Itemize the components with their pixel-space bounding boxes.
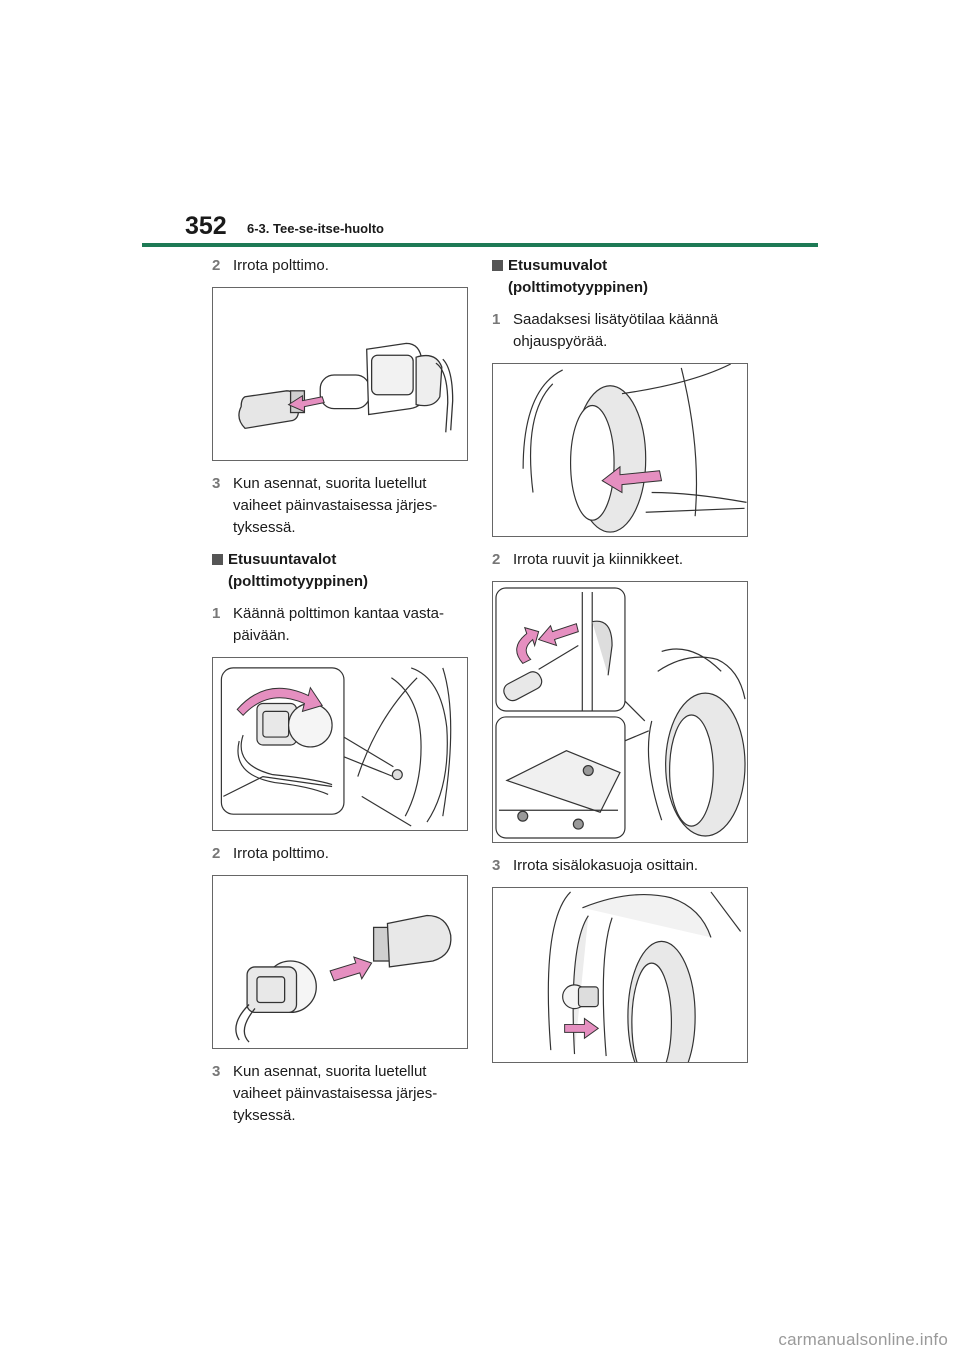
step-install-2: 3 Kun asennat, suorita luetellut vaiheet… — [212, 1061, 468, 1127]
step-text: Käännä polttimon kantaa vasta-päivään. — [233, 605, 444, 644]
header-rule — [142, 243, 818, 247]
arrow-icon — [564, 1017, 600, 1040]
figure-turn-socket — [212, 657, 468, 831]
rotate-arrow-icon — [236, 686, 323, 717]
right-column: Etusumuvalot (polttimotyyppinen) 1 Saada… — [492, 255, 748, 1075]
heading-bullet-icon — [212, 554, 223, 565]
figure-screws — [492, 581, 748, 843]
step-text: Irrota polttimo. — [233, 257, 329, 274]
step-number: 3 — [212, 1063, 221, 1080]
step-text: Saadaksesi lisätyötilaa käännä ohjauspyö… — [513, 311, 719, 350]
wheel-turn-illustration — [522, 364, 747, 533]
step-number: 2 — [492, 551, 501, 568]
turn-signal-socket-illustration — [220, 667, 452, 827]
step-text: Irrota polttimo. — [233, 845, 329, 862]
arrow-icon — [537, 623, 579, 647]
arrow-icon — [329, 956, 373, 982]
fender-screws-illustration — [495, 587, 746, 839]
step-number: 3 — [492, 857, 501, 874]
step-number: 1 — [492, 311, 501, 328]
figure-remove-bulb-tail — [212, 287, 468, 461]
step-turn-socket: 1 Käännä polttimon kantaa vasta-päivään. — [212, 603, 468, 647]
bulb-removal-illustration — [238, 342, 454, 433]
section-title: 6-3. Tee-se-itse-huolto — [247, 221, 385, 236]
step-number: 1 — [212, 605, 221, 622]
heading-text: Etusuuntavalot (polttimotyyppinen) — [228, 551, 368, 590]
step-number: 2 — [212, 845, 221, 862]
arrow-icon — [287, 394, 325, 413]
step-number: 3 — [212, 475, 221, 492]
arrow-icon — [601, 465, 663, 494]
signal-bulb-removal-illustration — [235, 914, 452, 1043]
step-text: Kun asennat, suorita luetellut vaiheet p… — [233, 1063, 438, 1124]
step-text: Irrota sisälokasuoja osittain. — [513, 857, 699, 874]
footer-watermark: carmanualsonline.info — [778, 1330, 948, 1349]
heading-turn-signal: Etusuuntavalot (polttimotyyppinen) — [212, 549, 468, 593]
step-screws: 2 Irrota ruuvit ja kiinnikkeet. — [492, 549, 748, 571]
step-liner: 3 Irrota sisälokasuoja osittain. — [492, 855, 748, 877]
step-steer: 1 Saadaksesi lisätyötilaa käännä ohjausp… — [492, 309, 748, 353]
step-text: Irrota ruuvit ja kiinnikkeet. — [513, 551, 684, 568]
rotate-arrow-icon — [516, 626, 540, 664]
fender-liner-illustration — [547, 891, 742, 1062]
page-number: 352 — [185, 212, 227, 240]
heading-fog-light: Etusumuvalot (polttimotyyppinen) — [492, 255, 748, 299]
step-text: Kun asennat, suorita luetellut vaiheet p… — [233, 475, 438, 536]
figure-remove-bulb-signal — [212, 875, 468, 1049]
step-number: 2 — [212, 257, 221, 274]
step-remove-bulb-1: 2 Irrota polttimo. — [212, 255, 468, 277]
figure-liner — [492, 887, 748, 1063]
heading-bullet-icon — [492, 260, 503, 271]
figure-steering — [492, 363, 748, 537]
step-install-1: 3 Kun asennat, suorita luetellut vaiheet… — [212, 473, 468, 539]
step-remove-bulb-2: 2 Irrota polttimo. — [212, 843, 468, 865]
left-column: 2 Irrota polttimo. 3 Kun asennat, suorit… — [212, 255, 468, 1137]
heading-text: Etusumuvalot (polttimotyyppinen) — [508, 257, 648, 296]
